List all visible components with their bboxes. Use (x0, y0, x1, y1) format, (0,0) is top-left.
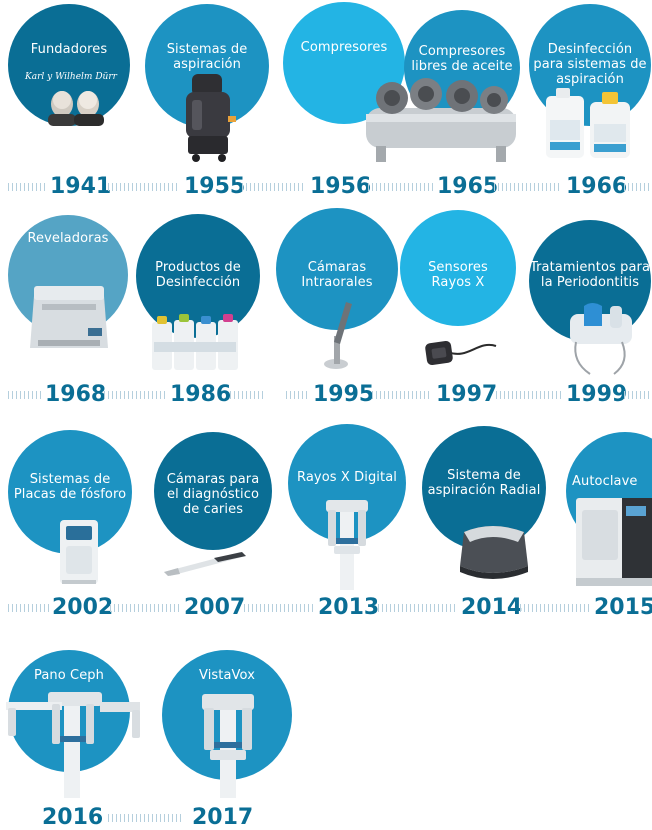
milestone-year: 1956 (310, 174, 372, 199)
milestone-year: 1965 (437, 174, 499, 199)
milestone-label: Reveladoras (27, 231, 109, 246)
milestone-year: 1999 (566, 382, 628, 407)
timeline-connector (624, 183, 650, 191)
milestone-label: Tratamientos para la Periodontitis (529, 260, 651, 290)
founders-photo-icon (48, 91, 104, 126)
milestone-label: Rayos X Digital (297, 470, 397, 485)
disinfectant-bottles-icon (546, 88, 630, 158)
milestone-label: Sensores Rayos X (428, 260, 488, 290)
milestone-year: 1995 (313, 382, 375, 407)
milestone-label: Cámaras Intraorales (301, 260, 373, 290)
compressor-icon (366, 78, 516, 162)
milestone-circle: Productos de Desinfección (136, 214, 260, 338)
milestone-year: 2002 (52, 595, 114, 620)
timeline-connector (368, 183, 434, 191)
milestone-year: 1941 (50, 174, 112, 199)
milestone-year: 2017 (192, 805, 254, 830)
timeline-connector (8, 604, 50, 612)
milestone-label: Compresores (300, 40, 388, 55)
pano-ceph-icon (6, 692, 140, 798)
milestone-label: Sistemas de aspiración (166, 42, 248, 72)
milestone-year: 2016 (42, 805, 104, 830)
timeline-connector (104, 391, 166, 399)
milestone-label: Fundadores (30, 42, 108, 57)
timeline-connector (8, 183, 48, 191)
intraoral-camera-icon (324, 302, 352, 369)
milestone-circle: Sistemas de aspiración (145, 4, 269, 128)
milestone-year: 2015 (594, 595, 652, 620)
timeline-connector (286, 391, 310, 399)
milestone-label: Cámaras para el diagnóstico de caries (166, 472, 260, 517)
autoclave-icon (576, 498, 652, 586)
phosphor-plate-scanner-icon (60, 520, 98, 584)
milestone-year: 1997 (436, 382, 498, 407)
timeline-connector (520, 604, 590, 612)
milestone-circle: Cámaras Intraorales (276, 208, 398, 330)
milestone-circle: Sistema de aspiración Radial (422, 426, 546, 550)
milestone-label: Sistema de aspiración Radial (427, 468, 541, 498)
timeline-connector (494, 183, 562, 191)
periodontitis-device-icon (570, 303, 632, 375)
milestone-year: 1955 (184, 174, 246, 199)
milestone-year: 1986 (170, 382, 232, 407)
vistavox-icon (202, 694, 254, 798)
disinfection-products-icon (152, 314, 238, 370)
milestone-year: 1966 (566, 174, 628, 199)
milestone-circle: Sensores Rayos X (400, 210, 516, 326)
timeline-connector (624, 391, 650, 399)
milestone-label: Pano Ceph (33, 668, 104, 683)
film-processor-icon (30, 286, 108, 348)
milestone-year: 1968 (45, 382, 107, 407)
milestone-year: 2013 (318, 595, 380, 620)
digital-xray-icon (326, 500, 368, 590)
timeline-connector (108, 814, 182, 822)
timeline-connector (108, 183, 180, 191)
milestone-label: Sistemas de Placas de fósforo (13, 472, 127, 502)
timeline-connector (110, 604, 180, 612)
caries-camera-icon (164, 552, 246, 576)
milestone-label: Desinfección para sistemas de aspiración (533, 42, 647, 87)
timeline-connector (372, 391, 432, 399)
timeline-connector (230, 391, 266, 399)
xray-sensor-icon (425, 340, 497, 366)
milestone-circle: Cámaras para el diagnóstico de caries (154, 432, 272, 550)
milestone-year: 2007 (184, 595, 246, 620)
milestone-year: 2014 (461, 595, 523, 620)
timeline-connector (8, 391, 44, 399)
timeline-connector (242, 183, 306, 191)
milestone-label: VistaVox (199, 668, 255, 683)
founders-signature: Karl y Wilhelm Dürr (25, 72, 117, 82)
suction-unit-icon (186, 74, 236, 162)
milestone-label: Autoclave (572, 474, 638, 489)
timeline-connector (378, 604, 458, 612)
milestone-label: Productos de Desinfección (155, 260, 241, 290)
timeline-connector (244, 604, 314, 612)
milestone-label: Compresores libres de aceite (411, 44, 513, 74)
radial-suction-icon (460, 526, 528, 579)
timeline-connector (496, 391, 562, 399)
